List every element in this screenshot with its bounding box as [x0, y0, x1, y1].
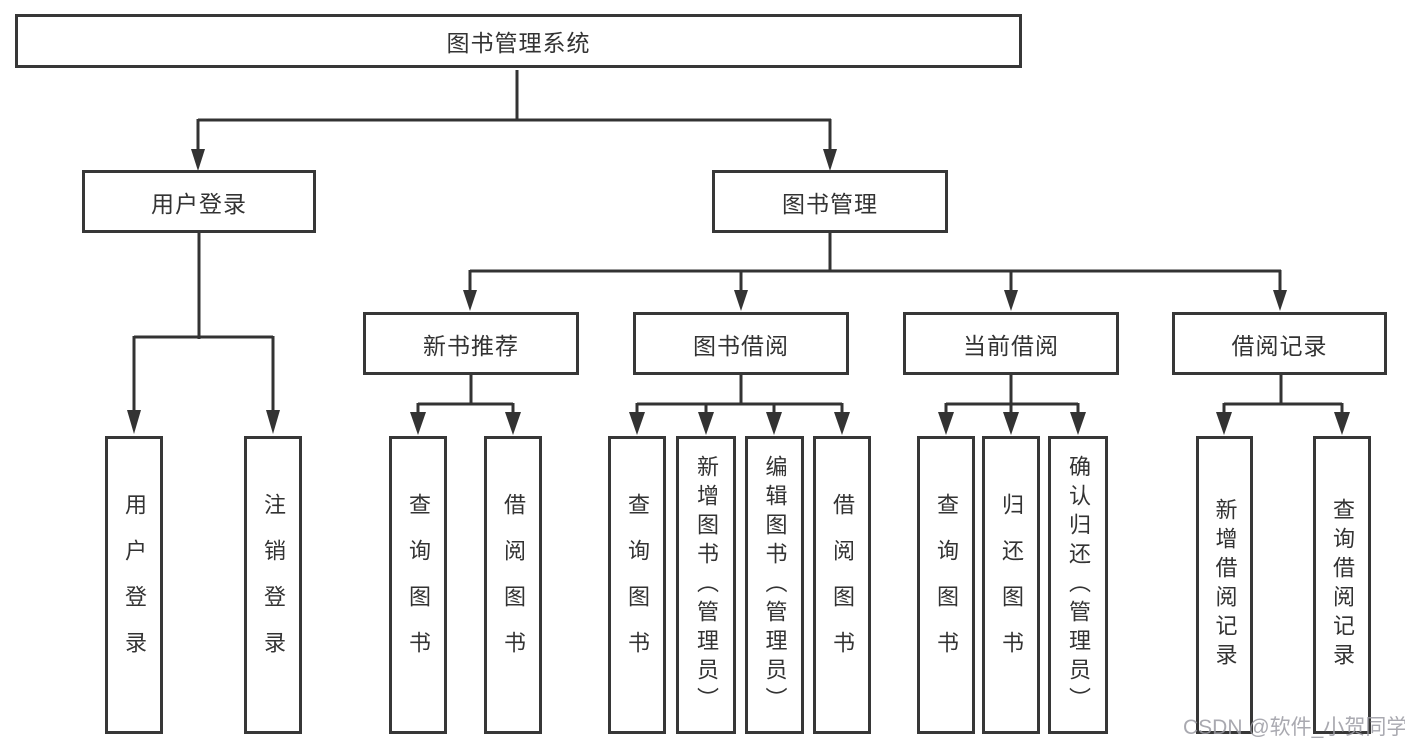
node-new-book-recommendation: 新书推荐 — [363, 312, 579, 375]
arrowhead — [463, 290, 477, 311]
node-book-borrowing: 图书借阅 — [633, 312, 849, 375]
node-user-login-branch: 用户登录 — [82, 170, 316, 233]
leaf-query-books: 查询图书 — [389, 436, 447, 734]
leaf-label: 查询图书 — [406, 493, 431, 677]
arrowhead — [1004, 290, 1018, 311]
arrowhead — [938, 412, 954, 435]
leaf-label: 查询图书 — [625, 493, 650, 677]
node-label: 新书推荐 — [423, 332, 519, 359]
arrowhead — [1003, 412, 1019, 435]
leaf-add-borrow-record: 新增借阅记录 — [1196, 436, 1253, 734]
leaf-label: 借阅图书 — [830, 493, 855, 677]
arrowhead — [266, 410, 280, 434]
leaf-add-books-admin: 新增图书（管理员） — [676, 436, 736, 734]
arrowhead — [629, 412, 645, 435]
leaf-logout: 注销登录 — [244, 436, 302, 734]
leaf-query-books-2: 查询图书 — [608, 436, 666, 734]
arrowhead — [1334, 412, 1350, 435]
node-borrowing-records: 借阅记录 — [1172, 312, 1387, 375]
node-label: 图书借阅 — [693, 332, 789, 359]
node-label: 用户登录 — [151, 190, 247, 217]
arrowhead — [734, 290, 748, 311]
arrowhead — [766, 412, 782, 435]
arrowhead — [1273, 290, 1287, 311]
leaf-edit-books-admin: 编辑图书（管理员） — [745, 436, 804, 734]
leaf-user-login: 用户登录 — [105, 436, 163, 734]
arrowhead — [834, 412, 850, 435]
node-library-management-system: 图书管理系统 — [15, 14, 1022, 68]
leaf-query-borrow-record: 查询借阅记录 — [1313, 436, 1371, 734]
leaf-return-books: 归还图书 — [982, 436, 1040, 734]
leaf-label: 用户登录 — [122, 493, 147, 677]
leaf-label: 新增图书（管理员） — [694, 454, 719, 716]
node-label: 当前借阅 — [963, 332, 1059, 359]
leaf-label: 查询图书 — [934, 493, 959, 677]
leaf-label: 查询借阅记录 — [1330, 498, 1355, 672]
arrowhead — [1216, 412, 1232, 435]
arrowhead — [505, 412, 521, 435]
watermark: CSDN @软件_小贺同学 — [1183, 716, 1405, 739]
node-current-borrowing: 当前借阅 — [903, 312, 1119, 375]
arrowhead — [410, 412, 426, 435]
arrowhead — [1070, 412, 1086, 435]
leaf-query-books-3: 查询图书 — [917, 436, 975, 734]
leaf-label: 归还图书 — [999, 493, 1024, 677]
node-label: 借阅记录 — [1231, 332, 1328, 359]
node-label: 图书管理 — [782, 190, 878, 217]
leaf-label: 注销登录 — [261, 493, 286, 677]
node-book-management: 图书管理 — [712, 170, 948, 233]
leaf-borrow-books-2: 借阅图书 — [813, 436, 871, 734]
leaf-label: 借阅图书 — [501, 493, 526, 677]
arrowhead — [823, 149, 837, 171]
arrowhead — [191, 149, 205, 171]
leaf-label: 确认归还（管理员） — [1066, 454, 1091, 716]
leaf-borrow-books: 借阅图书 — [484, 436, 542, 734]
leaf-label: 编辑图书（管理员） — [762, 454, 788, 716]
arrowhead — [698, 412, 714, 435]
arrowhead — [127, 410, 141, 434]
leaf-confirm-return-admin: 确认归还（管理员） — [1048, 436, 1108, 734]
leaf-label: 新增借阅记录 — [1212, 498, 1238, 672]
node-label: 图书管理系统 — [446, 30, 591, 56]
